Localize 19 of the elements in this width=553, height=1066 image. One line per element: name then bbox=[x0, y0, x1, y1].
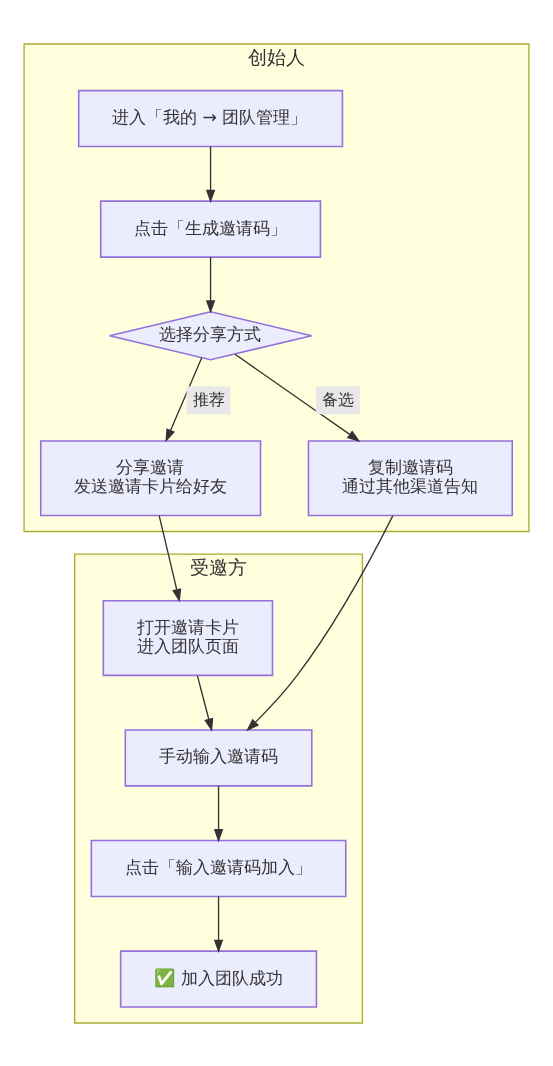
node-box: 打开邀请卡片 进入团队页面 bbox=[102, 599, 274, 676]
arrow bbox=[205, 256, 216, 314]
edge-label: 推荐 bbox=[192, 389, 225, 409]
arrow bbox=[213, 784, 224, 842]
node-box: 复制邀请码 通过其他渠道告知 bbox=[307, 439, 514, 516]
arrow bbox=[213, 895, 224, 953]
arrow bbox=[165, 356, 203, 442]
node-box: 点击「生成邀请码」 bbox=[99, 199, 322, 258]
node-box: 分享邀请 发送邀请卡片给好友 bbox=[39, 439, 262, 516]
node-box: 手动输入邀请码 bbox=[124, 728, 313, 787]
node-box: ✅ 加入团队成功 bbox=[119, 949, 318, 1008]
node-box: 进入「我的 → 团队管理」 bbox=[77, 89, 344, 147]
arrow bbox=[205, 145, 216, 203]
arrow bbox=[196, 674, 214, 732]
arrow bbox=[246, 514, 394, 731]
node-box: 点击「输入邀请码加入」 bbox=[90, 839, 347, 897]
arrow bbox=[158, 514, 182, 602]
node-diamond: 选择分享方式 bbox=[108, 310, 313, 360]
edge-label: 备选 bbox=[321, 389, 354, 409]
